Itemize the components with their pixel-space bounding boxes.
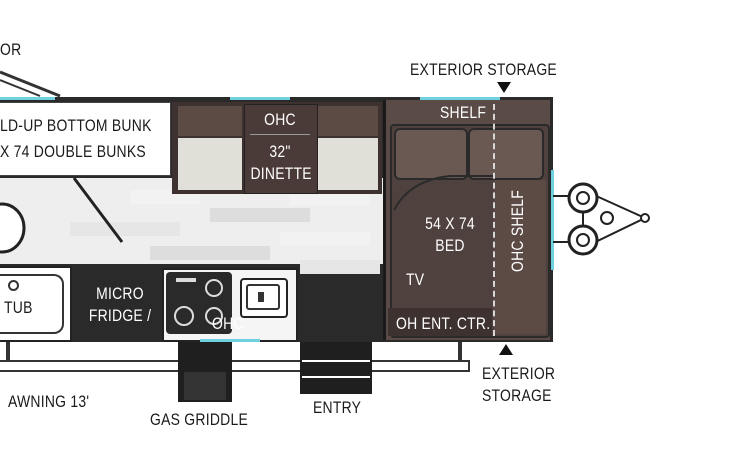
awning-arm-lines [0,70,61,98]
label-exterior-storage-bottom-2: STORAGE [482,386,552,405]
tub-inner [0,274,64,334]
bunk-panel [0,102,171,176]
dinette-cushion-left [178,138,242,190]
label-dinette-size: 32" [269,142,291,161]
awning-bar [0,360,470,372]
faucet-icon [258,292,264,302]
window-accent [230,97,290,100]
bed-blanket-fold [393,175,494,211]
label-exterior-storage-top: EXTERIOR STORAGE [410,60,557,79]
window-accent [0,97,55,100]
label-gas-griddle: GAS GRIDDLE [150,410,248,429]
label-fridge: FRIDGE / [88,306,152,325]
micro-fridge [82,264,158,338]
pillow [468,128,544,180]
arrow-down-icon [497,82,511,93]
ohc-shelf-strip [494,180,546,334]
awning-post [6,342,10,362]
floor-plank [210,208,310,222]
dinette-divider [250,134,310,135]
sink-basin [246,284,280,310]
label-bed: BED [435,236,465,255]
label-entry: ENTRY [313,398,362,417]
floor-plank [70,222,180,236]
dinette-seat-left [178,106,242,136]
label-bunk-line1: LD-UP BOTTOM BUNK [0,116,152,135]
label-awning: AWNING 13' [8,392,90,411]
window-accent [551,170,554,270]
label-oh-ent-ctr: OH ENT. CTR. [396,314,491,333]
burner-icon [174,278,223,326]
floor-plank [290,192,370,206]
dashed-line [493,104,495,336]
window-accent [200,339,260,342]
dinette-seat-right [318,106,378,136]
label-tv: TV [406,270,425,289]
label-top-left-fragment: OR [0,40,22,59]
oh-ent-ctr-strip [388,308,492,336]
floor-plank [280,232,370,246]
label-tub: TUB [4,298,33,317]
label-shelf: SHELF [440,103,487,122]
gas-griddle-panel [184,372,226,400]
label-bunk-line2: X 74 DOUBLE BUNKS [0,142,146,161]
label-bed-size: 54 X 74 [425,214,475,233]
tub-drain-icon [8,280,19,291]
entry-steps [300,342,372,394]
awning-post [458,342,462,362]
hitch-tongue-icon [553,182,650,256]
ladder-line [72,177,124,243]
arrow-up-icon [499,344,513,355]
floor-plank [150,246,270,260]
label-ohc-shelf: OHC SHELF [508,190,527,272]
entry-step-line [302,376,370,378]
label-micro: MICRO [96,284,144,303]
entry-step-line [302,360,370,362]
dinette-cushion-right [318,138,378,190]
bedroom-wall [383,100,386,340]
stovetop [166,272,232,334]
label-ohc-kitchen: OHC [212,314,244,333]
label-exterior-storage-bottom-1: EXTERIOR [482,364,556,383]
dinette-table [244,104,318,194]
bath-mirror-icon [0,202,26,254]
window-accent [420,97,500,100]
label-dinette: DINETTE [250,164,312,183]
floor-plank [300,260,380,274]
label-ohc-dinette: OHC [264,110,296,129]
